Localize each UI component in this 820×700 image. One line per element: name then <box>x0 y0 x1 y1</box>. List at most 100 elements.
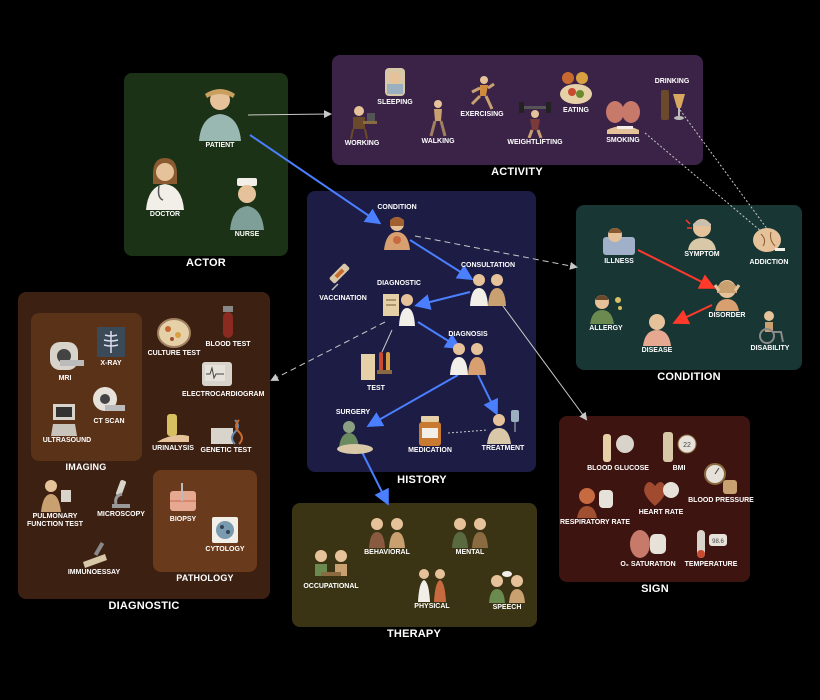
consultation-label: CONSULTATION <box>460 262 516 269</box>
imaging-title: IMAGING <box>65 462 107 472</box>
node-genetic[interactable]: GENETIC TEST <box>191 418 261 455</box>
node-bmi[interactable]: 22 BMI <box>644 430 714 473</box>
microscope-icon <box>112 480 130 508</box>
node-behavioral[interactable]: BEHAVIORAL <box>352 516 422 557</box>
temp-dial-text: 98.6 <box>712 539 724 545</box>
edge-consultation-sign <box>499 301 588 421</box>
node-diagnosis[interactable]: DIAGNOSIS <box>433 330 503 375</box>
node-addiction[interactable]: ADDICTION <box>734 226 804 267</box>
node-cytology[interactable]: CYTOLOGY <box>190 515 260 554</box>
node-patient[interactable]: PATIENT <box>185 86 255 150</box>
sign-title: SIGN <box>641 583 669 595</box>
microscopy-label: MICROSCOPY <box>97 511 145 518</box>
node-culture[interactable]: CULTURE TEST <box>139 317 209 358</box>
physical-icon <box>418 569 446 602</box>
exercising-icon <box>470 76 495 110</box>
bloodtest-label: BLOOD TEST <box>205 341 251 348</box>
ctscan-label: CT SCAN <box>93 418 125 425</box>
node-sleeping[interactable]: SLEEPING <box>360 66 430 107</box>
smoking-icon <box>606 101 640 134</box>
mental-label: MENTAL <box>455 549 485 556</box>
occupational-icon <box>315 550 347 576</box>
node-xray[interactable]: X-RAY <box>76 325 146 368</box>
edge-patient-condition <box>249 134 382 225</box>
node-physical[interactable]: PHYSICAL <box>397 568 467 611</box>
node-bloodpressure[interactable]: BLOOD PRESSURE <box>686 462 756 505</box>
node-eating[interactable]: EATING <box>541 70 611 115</box>
ecg-monitor-icon <box>202 362 232 386</box>
node-o2[interactable]: O₂ SATURATION <box>613 528 683 569</box>
node-urinalysis[interactable]: URINALYSIS <box>138 412 208 453</box>
respiratory-label: RESPIRATORY RATE <box>560 519 631 526</box>
drinking-label: DRINKING <box>654 78 690 85</box>
blood-vial-icon <box>223 306 233 338</box>
node-respiratory[interactable]: RESPIRATORY RATE <box>560 486 630 527</box>
node-mental[interactable]: MENTAL <box>435 516 505 557</box>
test-label: TEST <box>367 385 385 392</box>
node-smoking[interactable]: SMOKING <box>588 100 658 145</box>
node-disability[interactable]: DISABILITY <box>735 310 805 353</box>
weightlifting-icon <box>519 102 551 138</box>
test-tubes-icon <box>361 352 392 380</box>
edge-disorder-disease <box>672 304 713 325</box>
node-speech[interactable]: SPEECH <box>472 571 542 612</box>
node-occupational[interactable]: OCCUPATIONAL <box>296 548 366 591</box>
node-mri[interactable]: MRI <box>30 340 100 383</box>
node-weightlifting[interactable]: WEIGHTLIFTING <box>500 100 570 147</box>
node-bloodtest[interactable]: BLOOD TEST <box>193 304 263 349</box>
node-temperature[interactable]: 98.6 TEMPERATURE <box>676 528 746 569</box>
surgery-label: SURGERY <box>335 409 371 416</box>
node-ultrasound[interactable]: ULTRASOUND <box>32 402 102 445</box>
node-symptom[interactable]: SYMPTOM <box>667 216 737 259</box>
node-test[interactable]: TEST <box>341 350 411 393</box>
petri-dish-icon <box>157 318 191 348</box>
node-immunoessay[interactable]: IMMUNOESSAY <box>59 540 129 577</box>
node-disease[interactable]: DISEASE <box>622 312 692 355</box>
node-bloodglucose[interactable]: BLOOD GLUCOSE <box>583 430 653 473</box>
node-treatment[interactable]: TREATMENT <box>468 408 538 453</box>
edge-condition-consultation <box>409 239 474 281</box>
biopsy-label: BIOPSY <box>169 516 197 523</box>
walking-icon <box>429 100 447 137</box>
nurse-label: NURSE <box>234 231 260 238</box>
edge-diagnostic-test <box>381 329 393 353</box>
disease-icon <box>643 314 671 346</box>
immunoessay-label: IMMUNOESSAY <box>67 569 121 576</box>
node-ecg[interactable]: ELECTROCARDIOGRAM <box>182 360 264 399</box>
node-ctscan[interactable]: CT SCAN <box>74 385 144 426</box>
node-allergy[interactable]: ALLERGY <box>571 292 641 333</box>
node-biopsy[interactable]: BIOPSY <box>148 483 218 524</box>
treatment-label: TREATMENT <box>481 445 525 452</box>
edge-patient-activity <box>247 110 332 119</box>
node-disorder[interactable]: DISORDER <box>692 277 762 320</box>
node-medication[interactable]: MEDICATION <box>395 414 465 455</box>
node-working[interactable]: WORKING <box>327 103 397 148</box>
node-vaccination[interactable]: VACCINATION <box>308 260 378 303</box>
node-heartrate[interactable]: HEART RATE <box>626 478 696 517</box>
exercising-label: EXERCISING <box>460 111 504 118</box>
node-diagnostic[interactable]: DIAGNOSTIC <box>364 279 434 326</box>
working-label: WORKING <box>344 140 380 147</box>
node-drinking[interactable]: DRINKING <box>637 77 707 122</box>
node-microscopy[interactable]: MICROSCOPY <box>86 478 156 519</box>
patient-label: PATIENT <box>205 142 235 149</box>
node-condition[interactable]: CONDITION <box>362 203 432 250</box>
node-nurse[interactable]: NURSE <box>212 176 282 239</box>
diagnostic-icon <box>383 294 415 326</box>
node-surgery[interactable]: SURGERY <box>318 408 388 455</box>
pulmonary-label: PULMONARY FUNCTION TEST <box>27 513 83 528</box>
addiction-label: ADDICTION <box>749 259 789 266</box>
node-doctor[interactable]: DOCTOR <box>130 156 200 219</box>
eating-icon <box>560 72 592 104</box>
node-pulmonary[interactable]: PULMONARY FUNCTION TEST <box>20 478 90 529</box>
node-walking[interactable]: WALKING <box>403 99 473 146</box>
edge-illness-disorder <box>637 249 716 289</box>
treatment-icon <box>487 410 519 444</box>
vaccination-label: VACCINATION <box>319 295 367 302</box>
node-exercising[interactable]: EXERCISING <box>447 76 517 119</box>
node-consultation[interactable]: CONSULTATION <box>453 261 523 306</box>
mri-icon <box>50 342 84 370</box>
nurse-icon <box>230 178 264 230</box>
node-illness[interactable]: ILLNESS <box>584 223 654 266</box>
behavioral-icon <box>369 518 405 548</box>
